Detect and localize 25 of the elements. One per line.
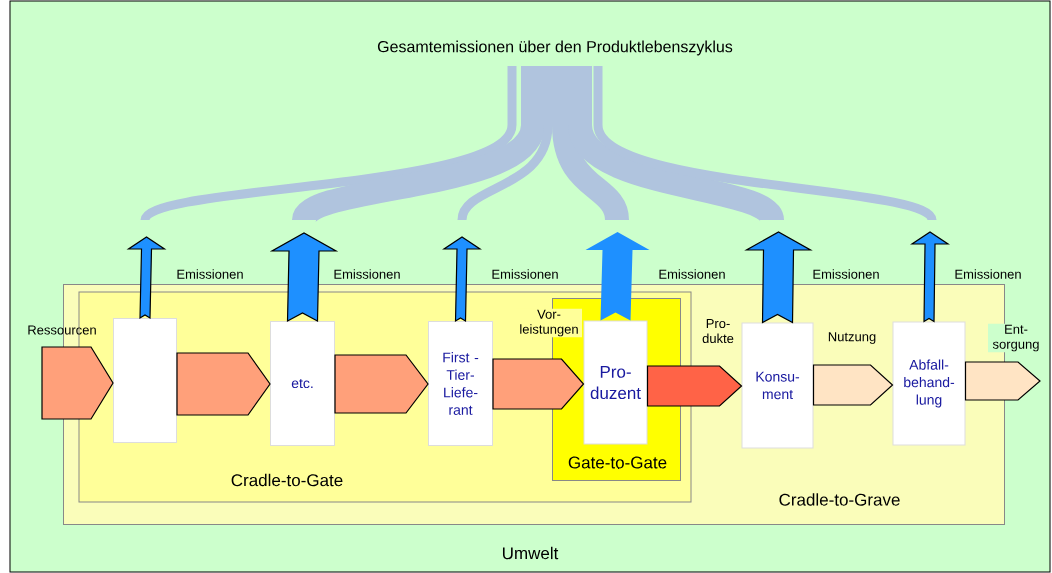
stage-box: etc. <box>270 321 335 446</box>
edge-label: Nutzung <box>828 332 876 344</box>
emission-arrow <box>126 236 167 320</box>
stage-box: First - Tier- Liefe- rant <box>428 321 493 446</box>
edge-label: Pro- dukte <box>702 318 734 344</box>
emission-arrow <box>269 232 339 322</box>
title-text: Gesamtemissionen über den Produktlebenszyklus <box>377 40 733 56</box>
emission-arrow <box>910 231 950 323</box>
block-arrow <box>41 346 114 420</box>
edge-label: Ent- sorgung <box>988 323 1044 353</box>
emission-arrow <box>744 231 813 324</box>
edge-label: Vor- leistungen <box>516 308 582 338</box>
edge-label: Emissionen <box>492 269 558 279</box>
emission-arrow <box>585 232 650 321</box>
block-arrow <box>964 361 1041 401</box>
edge-label: Emissionen <box>177 269 243 279</box>
stage-box: Konsu- ment <box>741 322 814 449</box>
emission-arrow <box>442 236 482 323</box>
edge-label: Emissionen <box>334 269 400 279</box>
edge-label: Emissionen <box>955 269 1021 279</box>
stage-box: Abfall- behand- lung <box>892 321 966 446</box>
edge-label: Emissionen <box>813 269 879 279</box>
stage-box <box>113 318 177 443</box>
edge-label: Emissionen <box>659 269 725 279</box>
stage-box: Pro- duzent <box>583 320 648 445</box>
